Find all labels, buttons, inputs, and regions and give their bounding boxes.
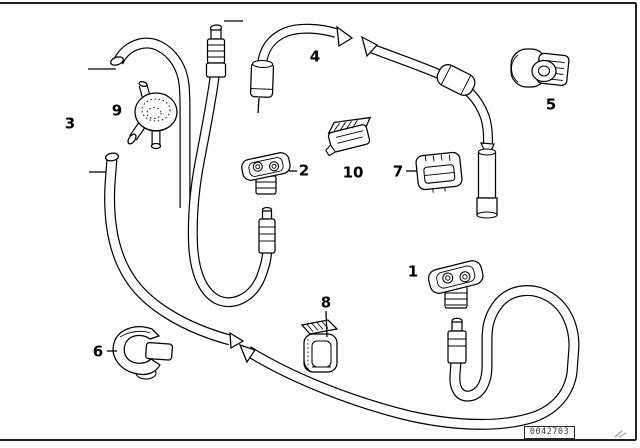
connector-10-drawing: [325, 116, 372, 157]
part-label-3[interactable]: 3: [64, 114, 76, 133]
diagram-stamp: 0042703: [524, 426, 575, 439]
part-label-10[interactable]: 10: [342, 163, 364, 182]
hose-3-upper-arc: [110, 37, 191, 208]
hose-4-right-piece: [361, 35, 495, 160]
leader-lines: [88, 20, 417, 352]
part-label-9[interactable]: 9: [111, 101, 123, 120]
check-valve-drawing: [127, 81, 178, 150]
hose-4-left-piece: [257, 23, 354, 66]
part-label-2[interactable]: 2: [298, 161, 310, 180]
part-label-4[interactable]: 4: [309, 47, 321, 66]
clip-6-drawing: [112, 326, 173, 380]
washer-nozzle-2-drawing: [241, 152, 291, 195]
hose-to-nozzle-2: [187, 73, 272, 308]
hose-1-long-loop: [238, 285, 580, 430]
connector-7-drawing: [415, 151, 463, 193]
hose-end-fitting-nozzle-1: [447, 317, 467, 364]
part-label-5[interactable]: 5: [545, 95, 557, 114]
hose-clamp-drawing: [510, 48, 570, 88]
part-label-7[interactable]: 7: [392, 162, 404, 181]
hose-4-inline-sleeve: [436, 64, 476, 96]
part-label-6[interactable]: 6: [92, 342, 104, 361]
hose-end-fitting-nozzle-2: [258, 206, 276, 254]
hose-4-sleeve: [249, 59, 275, 98]
hose-end-fitting-top: [205, 24, 227, 78]
hose-3-lower-run: [104, 152, 245, 350]
part-label-8[interactable]: 8: [320, 293, 332, 312]
part-label-1[interactable]: 1: [407, 262, 419, 281]
corner-mark: [614, 430, 627, 438]
frame-border: [0, 2, 637, 441]
clip-8-drawing: [300, 319, 339, 373]
hose-4-end-tube: [476, 148, 498, 219]
washer-nozzle-1-drawing: [427, 260, 484, 309]
